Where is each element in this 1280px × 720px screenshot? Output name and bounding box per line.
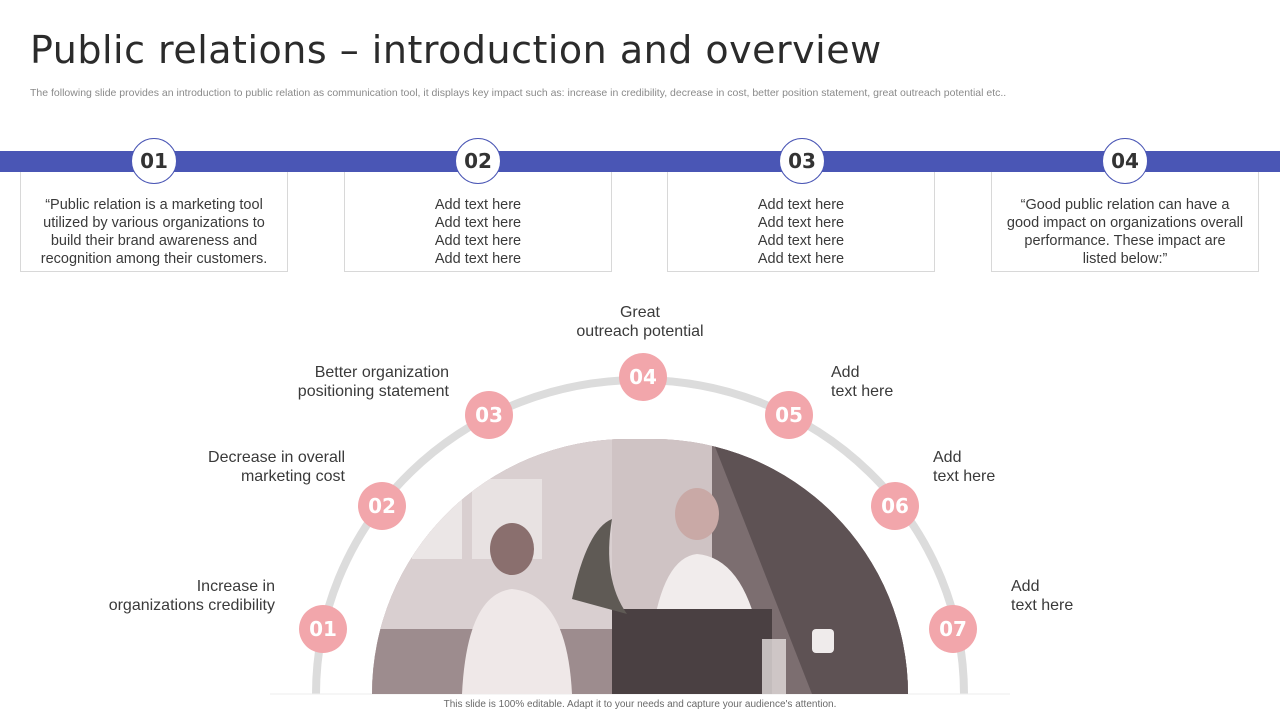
impact-label-line: organizations credibility xyxy=(108,597,275,614)
step-box-3: Add text here Add text here Add text her… xyxy=(667,172,935,272)
impact-label-6: Add text here xyxy=(933,448,1083,486)
timeline-band xyxy=(0,151,1280,172)
step-text: Add text here xyxy=(434,197,522,213)
impact-label-4: Great outreach potential xyxy=(540,303,740,341)
step-box-4: “Good public relation can have a good im… xyxy=(991,172,1259,272)
page-title: Public relations – introduction and over… xyxy=(30,28,882,72)
step-text: good impact on organizations overall xyxy=(1006,215,1244,231)
step-text: listed below:” xyxy=(1082,251,1168,267)
impact-number-5: 05 xyxy=(765,391,813,439)
impact-label-line: Add xyxy=(933,449,962,466)
step-number-1: 01 xyxy=(131,138,177,184)
impact-number-4: 04 xyxy=(619,353,667,401)
impact-label-3: Better organization positioning statemen… xyxy=(230,363,449,401)
impact-number-6: 06 xyxy=(871,482,919,530)
impact-label-line: Add xyxy=(1011,578,1040,595)
impact-label-line: Decrease in overall xyxy=(208,449,345,466)
impact-label-line: outreach potential xyxy=(576,323,704,340)
step-text: recognition among their customers. xyxy=(40,251,268,267)
step-text: build their brand awareness and xyxy=(50,233,258,249)
impact-label-line: Better organization xyxy=(314,364,449,381)
impact-label-line: text here xyxy=(1011,597,1074,614)
footer-note: This slide is 100% editable. Adapt it to… xyxy=(443,699,837,710)
step-text: Add text here xyxy=(434,251,522,267)
step-box-1: “Public relation is a marketing tool uti… xyxy=(20,172,288,272)
step-text: “Public relation is a marketing tool xyxy=(45,197,263,213)
impact-label-line: marketing cost xyxy=(240,468,345,485)
impact-label-line: text here xyxy=(933,468,996,485)
impact-label-line: Add xyxy=(831,364,860,381)
step-number-3: 03 xyxy=(779,138,825,184)
step-text: “Good public relation can have a xyxy=(1020,197,1230,213)
impact-number-7: 07 xyxy=(929,605,977,653)
impact-label-7: Add text here xyxy=(1011,577,1161,615)
step-text: Add text here xyxy=(757,215,845,231)
impact-number-2: 02 xyxy=(358,482,406,530)
step-text: Add text here xyxy=(757,233,845,249)
step-text: utilized by various organizations to xyxy=(43,215,265,231)
step-text: Add text here xyxy=(434,215,522,231)
impact-label-line: Great xyxy=(619,304,660,321)
step-text: Add text here xyxy=(757,197,845,213)
impact-label-line: Increase in xyxy=(196,578,275,595)
step-number-4: 04 xyxy=(1102,138,1148,184)
step-box-2: Add text here Add text here Add text her… xyxy=(344,172,612,272)
impact-label-5: Add text here xyxy=(831,363,981,401)
impact-label-2: Decrease in overall marketing cost xyxy=(130,448,345,486)
page-subtitle: The following slide provides an introduc… xyxy=(30,87,1007,99)
step-number-2: 02 xyxy=(455,138,501,184)
step-text: performance. These impact are xyxy=(1024,233,1226,249)
impact-label-line: positioning statement xyxy=(297,383,449,400)
step-text: Add text here xyxy=(434,233,522,249)
impact-label-line: text here xyxy=(831,383,894,400)
impact-number-1: 01 xyxy=(299,605,347,653)
step-text: Add text here xyxy=(757,251,845,267)
impact-label-1: Increase in organizations credibility xyxy=(60,577,275,615)
impact-number-3: 03 xyxy=(465,391,513,439)
